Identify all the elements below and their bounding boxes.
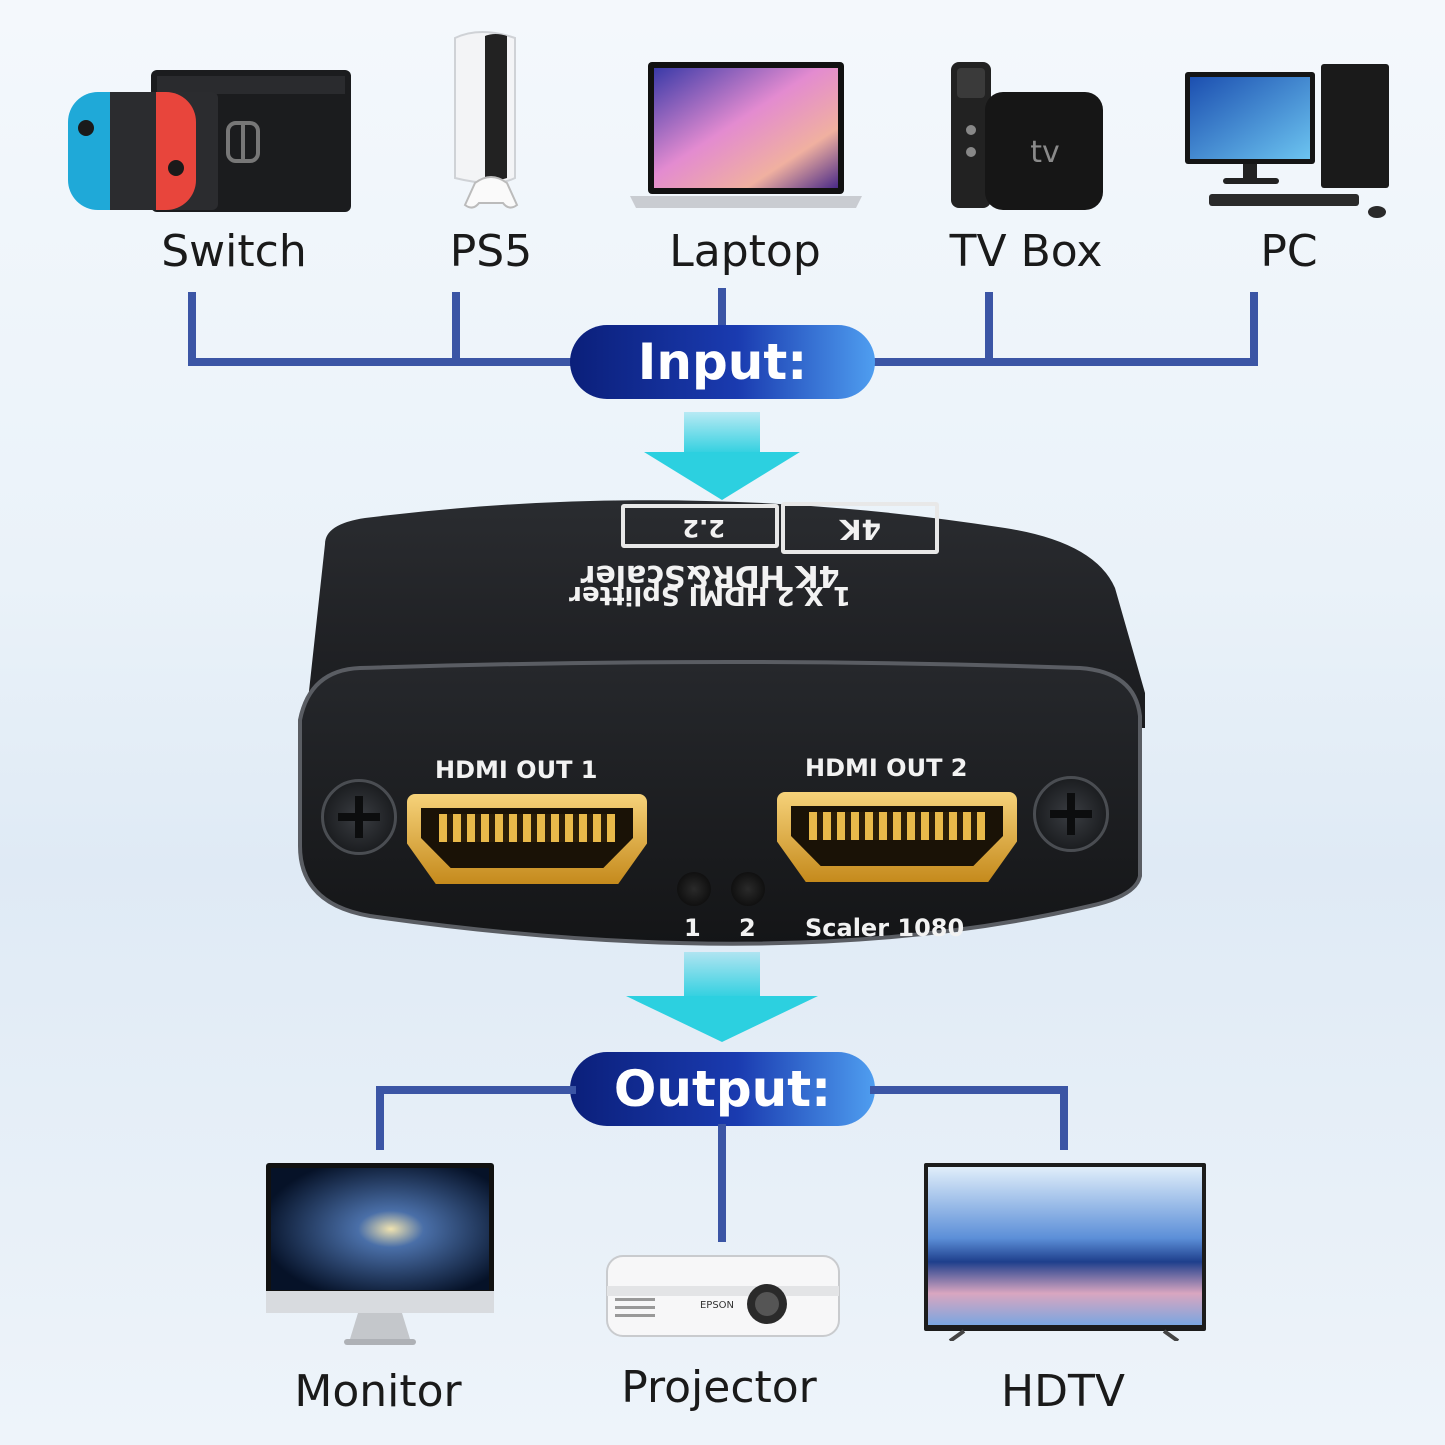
- hdtv-device: [924, 1163, 1206, 1343]
- output-bus-right: [870, 1086, 1068, 1094]
- output-label-hdtv: HDTV: [1001, 1366, 1125, 1417]
- port2-label: HDMI OUT 2: [805, 754, 968, 782]
- badge-right: 4K: [781, 502, 939, 554]
- badge-left: 2.2: [621, 504, 779, 548]
- ps5-console-icon: [454, 31, 519, 209]
- input-label-pc: PC: [1260, 226, 1318, 277]
- tv-box-icon: tv: [951, 62, 1103, 210]
- output-arrow-shaft: [684, 952, 760, 998]
- tvbox-device: tv: [945, 60, 1107, 212]
- monitor-device: [266, 1163, 494, 1347]
- switch-device: [48, 68, 353, 216]
- input-label-ps5: PS5: [449, 226, 533, 277]
- input-stem-tvbox: [985, 292, 993, 366]
- projector-brand-text: EPSON: [700, 1300, 734, 1311]
- pc-device: [1185, 60, 1395, 225]
- ps5-device: [445, 28, 537, 213]
- splitter-top-line1: 1 X 2 HDMI Splitter: [569, 580, 851, 610]
- input-arrow-head: [644, 452, 800, 500]
- output-label-monitor: Monitor: [294, 1366, 462, 1417]
- output-bus-left: [376, 1086, 576, 1094]
- output-label-projector: Projector: [621, 1362, 817, 1413]
- badge-left-text: 2.2: [682, 514, 725, 542]
- desktop-pc-icon: [1185, 64, 1389, 218]
- input-stem-ps5: [452, 292, 460, 366]
- input-stem-switch: [188, 292, 196, 366]
- hdtv-icon: [924, 1163, 1206, 1343]
- right-screw-icon: [1033, 776, 1109, 852]
- output-stem-projector: [718, 1124, 726, 1242]
- led-1-icon: [677, 872, 711, 906]
- splitter-body: [298, 500, 1145, 946]
- output-stem-hdtv: [1060, 1086, 1068, 1150]
- output-arrow-head: [626, 996, 818, 1042]
- led-1-label: 1: [684, 914, 701, 942]
- led-2-label: 2: [739, 914, 756, 942]
- hdmi-out-1-port-icon: [407, 794, 647, 884]
- game-console-icon: [68, 70, 351, 212]
- laptop-device: [630, 60, 862, 212]
- input-label-switch: Switch: [161, 226, 307, 277]
- input-label-tvbox: TV Box: [949, 226, 1103, 277]
- projector-device: EPSON: [605, 1250, 841, 1346]
- badge-right-text: 4K: [839, 513, 881, 546]
- monitor-icon: [266, 1163, 494, 1345]
- left-screw-icon: [321, 779, 397, 855]
- input-label-laptop: Laptop: [669, 226, 821, 277]
- input-stem-pc: [1250, 292, 1258, 366]
- input-arrow-shaft: [684, 412, 760, 454]
- led-2-icon: [731, 872, 765, 906]
- tvbox-logo-text: tv: [1030, 135, 1060, 170]
- hdmi-out-2-port-icon: [777, 792, 1017, 882]
- hdmi-splitter: 2.2 4K 4K HDR&Scaler 1 X 2 HDMI Splitter…: [295, 484, 1145, 964]
- port1-label: HDMI OUT 1: [435, 756, 598, 784]
- laptop-icon: [630, 62, 862, 208]
- projector-icon: EPSON: [606, 1255, 840, 1337]
- output-stem-monitor: [376, 1086, 384, 1150]
- scaler-label: Scaler 1080: [805, 914, 965, 942]
- input-pill: Input:: [570, 325, 875, 399]
- input-stem-laptop: [718, 288, 726, 328]
- output-pill: Output:: [570, 1052, 875, 1126]
